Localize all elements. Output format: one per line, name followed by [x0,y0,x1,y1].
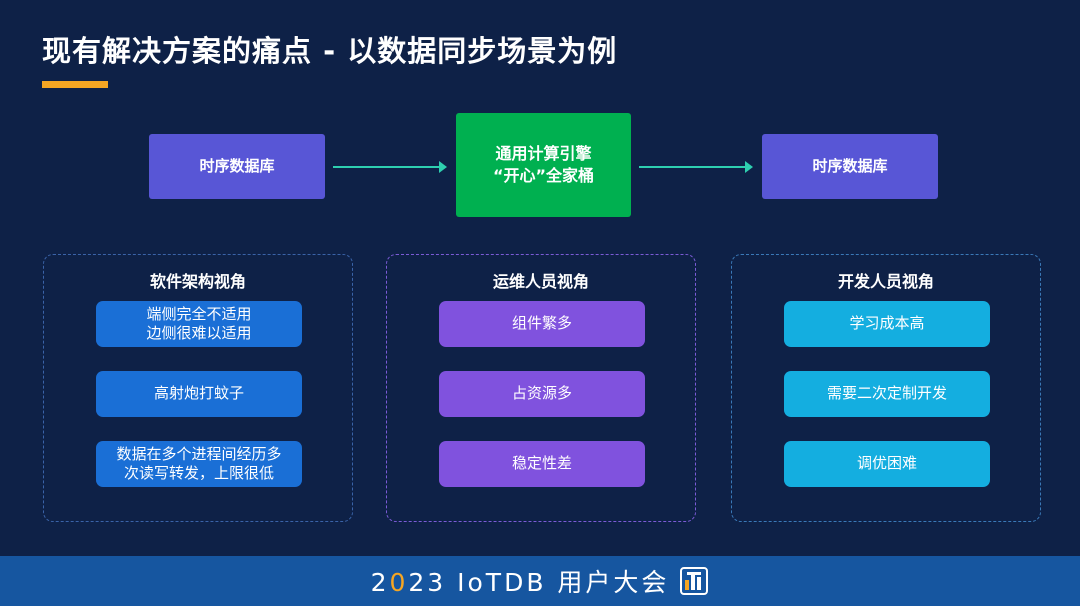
year-digit: 2 [370,568,390,597]
panel-operations: 运维人员视角 组件繁多 占资源多 稳定性差 [386,254,696,522]
panel-item: 占资源多 [439,371,645,417]
panel-item: 高射炮打蚊子 [96,371,302,417]
year-digit: 23 [408,568,447,597]
panel-item: 组件繁多 [439,301,645,347]
flow-target-label: 时序数据库 [812,157,888,175]
panel-item: 调优困难 [784,441,990,487]
footer-year: 2023 [371,568,447,597]
title-underline [42,81,108,88]
panel-title: 开发人员视角 [837,272,934,291]
flow-arrow-2 [639,161,753,173]
panel-developer: 开发人员视角 学习成本高 需要二次定制开发 调优困难 [731,254,1041,522]
footer-banner: 2023 IoTDB 用户大会 [0,556,1080,606]
panel-item: 稳定性差 [439,441,645,487]
flow-arrow-1 [333,161,447,173]
panel-item: 数据在多个进程间经历多 次读写转发，上限很低 [96,441,302,487]
year-digit-highlight: 0 [389,568,409,597]
footer-text: 2023 IoTDB 用户大会 [371,563,670,599]
panel-architecture: 软件架构视角 端侧完全不适用 边侧很难以适用 高射炮打蚊子 数据在多个进程间经历… [43,254,353,522]
flow-source-label: 时序数据库 [199,157,275,175]
panel-item: 端侧完全不适用 边侧很难以适用 [96,301,302,347]
iotdb-logo-icon [679,566,709,596]
footer-label: IoTDB 用户大会 [446,568,670,597]
panel-title: 运维人员视角 [492,272,589,291]
flow-source-database: 时序数据库 [149,134,325,199]
flow-target-database: 时序数据库 [762,134,938,199]
panel-item: 需要二次定制开发 [784,371,990,417]
flow-engine-label-1: 通用计算引擎 [495,143,592,163]
panel-title: 软件架构视角 [149,272,246,291]
flow-compute-engine: 通用计算引擎 “开心”全家桶 [456,113,631,217]
panel-item: 学习成本高 [784,301,990,347]
flow-engine-label-2: “开心”全家桶 [492,166,595,185]
page-title: 现有解决方案的痛点 - 以数据同步场景为例 [42,34,618,68]
